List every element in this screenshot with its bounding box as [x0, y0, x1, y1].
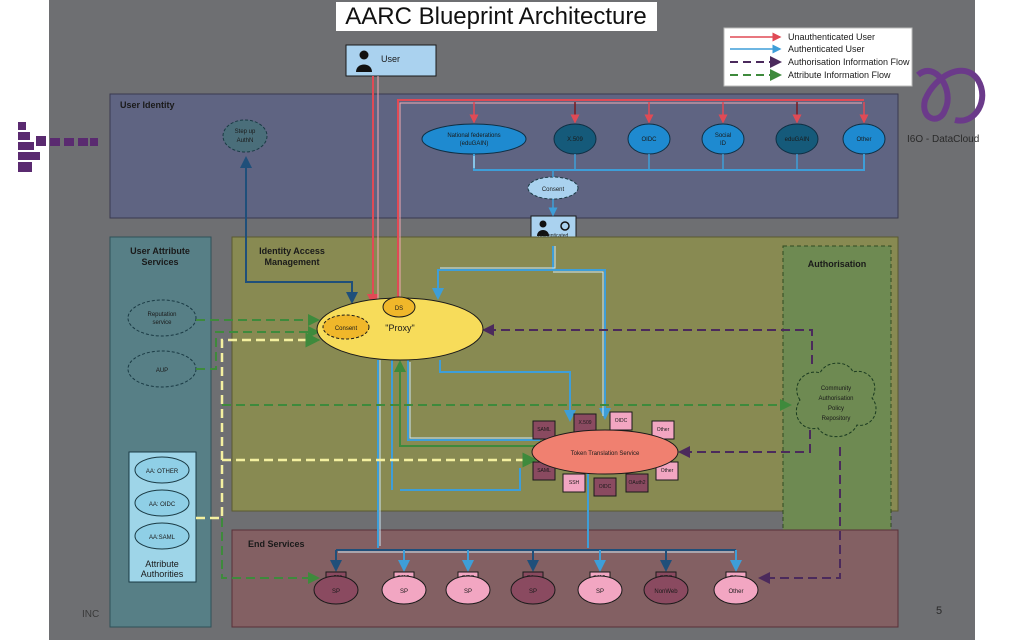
- lock-icon: [560, 221, 570, 231]
- left-logo: [18, 122, 98, 172]
- identity-provider-label: National federations(eduGAIN): [447, 133, 500, 147]
- identity-provider-label: Other: [856, 137, 871, 143]
- attribute-authority-label: AA:SAML: [149, 535, 176, 541]
- proxy-consent-label: Consent: [335, 326, 358, 332]
- end-service: SAMLSP: [577, 571, 623, 605]
- user-label: User: [381, 54, 400, 64]
- identity-provider: National federations(eduGAIN): [421, 123, 527, 155]
- tts-protocol-tag-label: SSH: [569, 480, 580, 486]
- authorisation-title: Authorisation: [808, 259, 867, 269]
- user-box: User: [345, 44, 437, 77]
- legend-attribute-flow: Attribute Information Flow: [788, 70, 891, 80]
- identity-provider-label: eduGAIN: [785, 137, 810, 143]
- reputation-service: [127, 299, 197, 337]
- identity-provider: OIDC: [627, 123, 671, 155]
- tts-label: Token Translation Service: [571, 451, 640, 457]
- attribute-authority-label: AA: OIDC: [149, 502, 176, 508]
- end-service-label: Other: [728, 589, 743, 595]
- attribute-authority: AA: OIDC: [134, 489, 190, 517]
- tts-protocol-tag: X.509: [573, 413, 597, 433]
- tts-protocol-tag-label: SAML: [537, 427, 551, 433]
- page-title: AARC Blueprint Architecture: [345, 3, 646, 30]
- user-icon: [359, 50, 369, 60]
- consent-label: Consent: [542, 187, 565, 193]
- end-service-label: SP: [464, 589, 472, 595]
- end-service-label: SP: [332, 589, 340, 595]
- identity-providers: National federations(eduGAIN) X.509 OIDC So…: [421, 123, 886, 155]
- identity-provider: X.509: [553, 123, 597, 155]
- tts-protocol-tag: SAML: [532, 420, 556, 440]
- tts-protocol-tag-label: OIDC: [615, 418, 628, 424]
- legend: Unauthenticated User Authenticated User …: [723, 27, 913, 87]
- ds-label: DS: [395, 306, 403, 312]
- identity-provider: Other: [842, 123, 886, 155]
- end-services-title: End Services: [248, 539, 305, 549]
- attribute-authority-label: AA: OTHER: [146, 469, 179, 475]
- proxy-label: "Proxy": [385, 323, 414, 333]
- end-service-label: SP: [596, 589, 604, 595]
- tts-protocol-tag-label: OAuth2: [629, 480, 646, 486]
- tts-protocol-tag: SSH: [562, 473, 586, 493]
- attribute-authority: AA:SAML: [134, 522, 190, 550]
- end-service-label: SP: [400, 589, 408, 595]
- authenticated-user-icon: [539, 220, 547, 228]
- identity-provider-label: X.509: [567, 137, 583, 143]
- end-service-label: SP: [529, 589, 537, 595]
- end-service: OIDCSP: [445, 571, 491, 605]
- aup-label: AUP: [156, 368, 168, 374]
- footer-left: INC: [82, 609, 99, 620]
- tts-protocol-tag-label: X.509: [578, 420, 591, 426]
- user-identity-region: [109, 93, 899, 219]
- page-number: 5: [936, 605, 942, 617]
- end-service: SAMLSP: [381, 571, 427, 605]
- consent-node: Consent: [527, 176, 579, 200]
- legend-authorisation-flow: Authorisation Information Flow: [788, 57, 910, 67]
- tts-protocol-tag: OAuth2: [625, 473, 649, 493]
- identity-provider-label: OIDC: [642, 137, 658, 143]
- right-logo-text: I6O - DataCloud: [907, 134, 979, 145]
- connectors: [196, 76, 869, 584]
- tts-protocol-tag-label: SAML: [537, 468, 551, 474]
- end-service-label: NonWeb: [654, 589, 678, 595]
- tts-protocol-tag-label: OIDC: [599, 484, 612, 490]
- tts-protocol-tag: OIDC: [593, 477, 617, 497]
- proxy-node: "Proxy" DS Consent: [316, 296, 484, 361]
- tts-protocol-tag-label: Other: [661, 468, 674, 474]
- end-service: OIDCNonWeb: [643, 571, 689, 605]
- tts-protocol-tag: OIDC: [609, 411, 633, 431]
- attribute-authority: AA: OTHER: [134, 456, 190, 484]
- end-service: OtherSP: [510, 571, 556, 605]
- right-logo: I6O - DataCloud: [907, 67, 986, 145]
- end-service: x.509SP: [313, 571, 359, 605]
- end-services-list: x.509SPSAMLSPOIDCSPOtherSPSAMLSPOIDCNonW…: [313, 571, 759, 605]
- identity-provider: eduGAIN: [775, 123, 819, 155]
- user-identity-title: User Identity: [120, 100, 175, 110]
- legend-authenticated: Authenticated User: [788, 44, 865, 54]
- tts-protocol-tag-label: Other: [657, 427, 670, 433]
- legend-unauthenticated: Unauthenticated User: [788, 32, 875, 42]
